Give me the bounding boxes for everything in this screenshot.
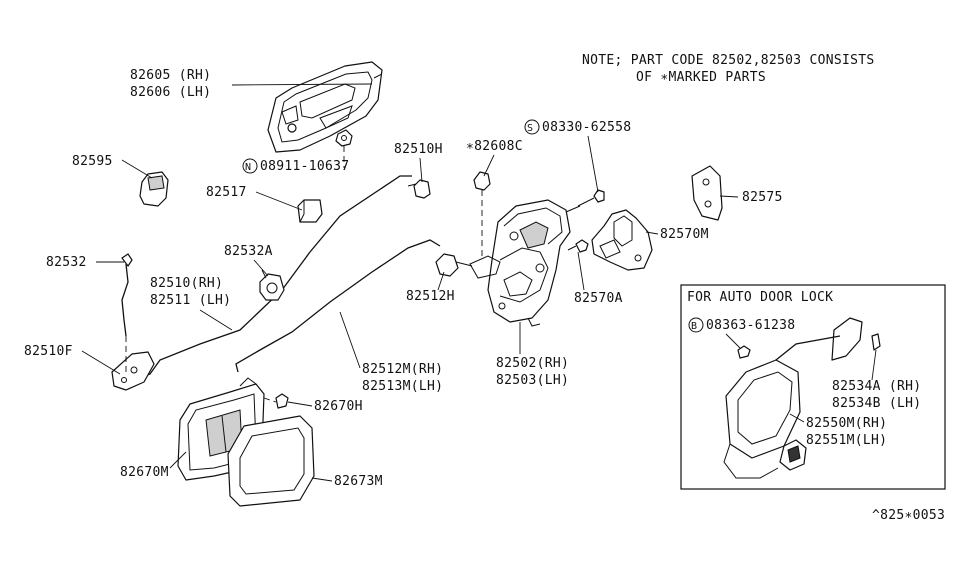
rod-holder-82512h-part [435,253,473,277]
escutcheon-part [139,171,169,207]
label-82670M: 82670M [120,465,169,480]
bolt-08363-part [737,345,751,359]
door-lock-assembly-part [469,199,581,327]
label-82532A: 82532A [224,244,273,259]
note-line-1: NOTE; PART CODE 82502,82503 CONSISTS [582,53,875,68]
shim-82575-part [691,165,723,221]
auto-door-lock-title: FOR AUTO DOOR LOCK [687,290,833,305]
screw-82570a-part [567,239,589,253]
outside-handle-part [267,61,383,153]
label-82512H: 82512H [406,289,455,304]
screw-82608c-part [473,171,491,260]
n-symbol-letter: N [245,162,251,173]
pad-part [297,199,323,223]
nut-part [335,129,353,168]
label-08330-62558: 08330-62558 [542,120,631,135]
label-82575: 82575 [742,190,783,205]
n-symbol-08911: N [242,158,258,174]
label-82532: 82532 [46,255,87,270]
label-82570A: 82570A [574,291,623,306]
rod-82512m-part [235,239,441,373]
label-82595: 82595 [72,154,113,169]
b-symbol-08363: B [688,317,704,333]
label-82517: 82517 [206,185,247,200]
label-82510F: 82510F [24,344,73,359]
label-82606: 82606 (LH) [130,85,211,100]
label-82550M: 82550M(RH) [806,416,887,431]
b-symbol-letter: B [691,321,697,332]
label-82503: 82503(LH) [496,373,569,388]
label-82551M: 82551M(LH) [806,433,887,448]
label-82502: 82502(RH) [496,356,569,371]
actuator-82550m-part [723,359,807,479]
label-82608C: ∗82608C [466,139,523,154]
screw-82670h-part [263,393,289,409]
label-82513M: 82513M(LH) [362,379,443,394]
label-82510H: 82510H [394,142,443,157]
label-08363-61238: 08363-61238 [706,318,795,333]
label-82673M: 82673M [334,474,383,489]
label-82534B: 82534B (LH) [832,396,921,411]
s-symbol-letter: S [527,123,533,134]
clip-82510h-part [407,179,431,199]
auto-door-lock-box: FOR AUTO DOOR LOCK B 08363-61238 82534A … [680,284,946,490]
note: NOTE; PART CODE 82502,82503 CONSISTS OF … [582,53,875,85]
label-82570M: 82570M [660,227,709,242]
rod-82532-part [121,253,133,337]
s-symbol-08330: S [524,119,540,135]
diagram-code: ^825∗0053 [872,508,945,523]
bushing-82532a-part [259,269,285,301]
striker-82570m-part [591,209,653,271]
screw-08330-part [577,189,605,207]
label-08911-10637: 08911-10637 [260,159,349,174]
label-82510: 82510(RH) [150,276,223,291]
note-line-2: OF ∗MARKED PARTS [636,70,766,85]
label-82605: 82605 (RH) [130,68,211,83]
bezel-82673m-part [227,415,315,507]
label-82512M: 82512M(RH) [362,362,443,377]
label-82670H: 82670H [314,399,363,414]
rod-82510-part [139,175,412,379]
label-82511: 82511 (LH) [150,293,231,308]
label-82534A: 82534A (RH) [832,379,921,394]
bracket-82510f-part [111,336,155,391]
